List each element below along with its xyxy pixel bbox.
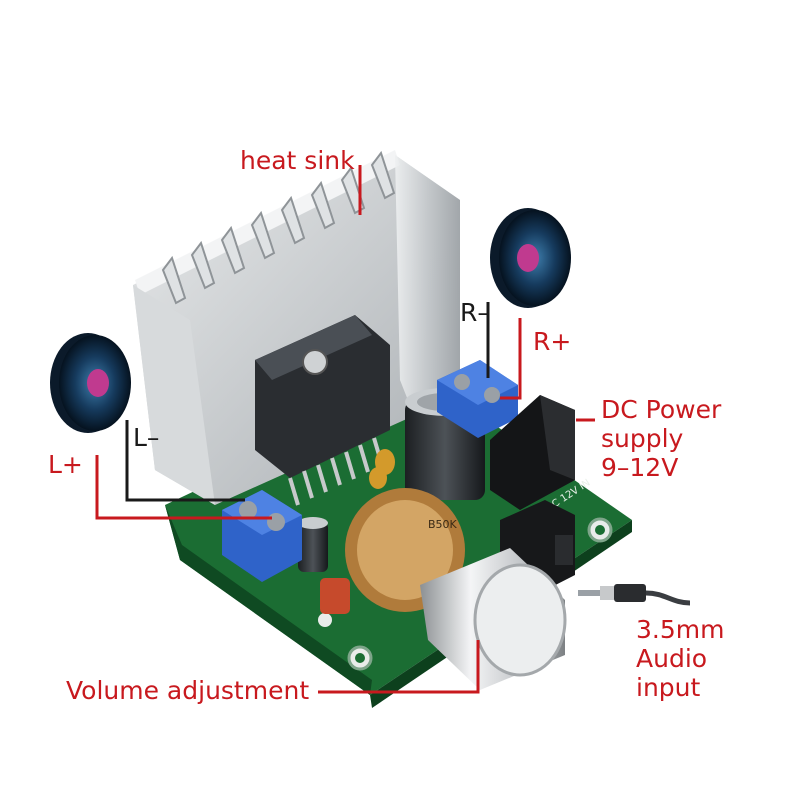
r-minus-label: R– bbox=[460, 298, 490, 327]
audio-input-line-2: Audio bbox=[636, 644, 708, 673]
audio-input-line-3: input bbox=[636, 673, 701, 702]
audio-input-label: 3.5mm Audio input bbox=[636, 615, 724, 702]
right-speaker-terminal bbox=[437, 360, 518, 438]
audio-input-line-1: 3.5mm bbox=[636, 615, 725, 644]
speaker-left-icon bbox=[50, 333, 131, 433]
speaker-right-icon bbox=[490, 208, 571, 308]
amplifier-ic-chip bbox=[255, 315, 390, 506]
leader-lines bbox=[95, 165, 595, 694]
dc-power-label: DC Power supply 9–12V bbox=[601, 395, 721, 482]
dc-power-line-1: DC Power bbox=[601, 395, 722, 424]
capacitor-small bbox=[298, 517, 328, 572]
ceramic-capacitors bbox=[320, 449, 395, 614]
heat-sink-label: heat sink bbox=[240, 146, 355, 175]
dc-power-jack bbox=[490, 395, 575, 510]
dc-power-line-2: supply bbox=[601, 424, 684, 453]
r-plus-label: R+ bbox=[533, 327, 572, 356]
potentiometer-marking: B50K bbox=[428, 518, 458, 531]
audio-jack-plug-icon bbox=[578, 584, 691, 606]
volume-knob[interactable] bbox=[420, 548, 567, 690]
volume-adjustment-label: Volume adjustment bbox=[66, 676, 310, 705]
dc-power-line-3: 9–12V bbox=[601, 453, 679, 482]
l-plus-label: L+ bbox=[48, 450, 83, 479]
l-minus-label: L– bbox=[133, 423, 160, 452]
